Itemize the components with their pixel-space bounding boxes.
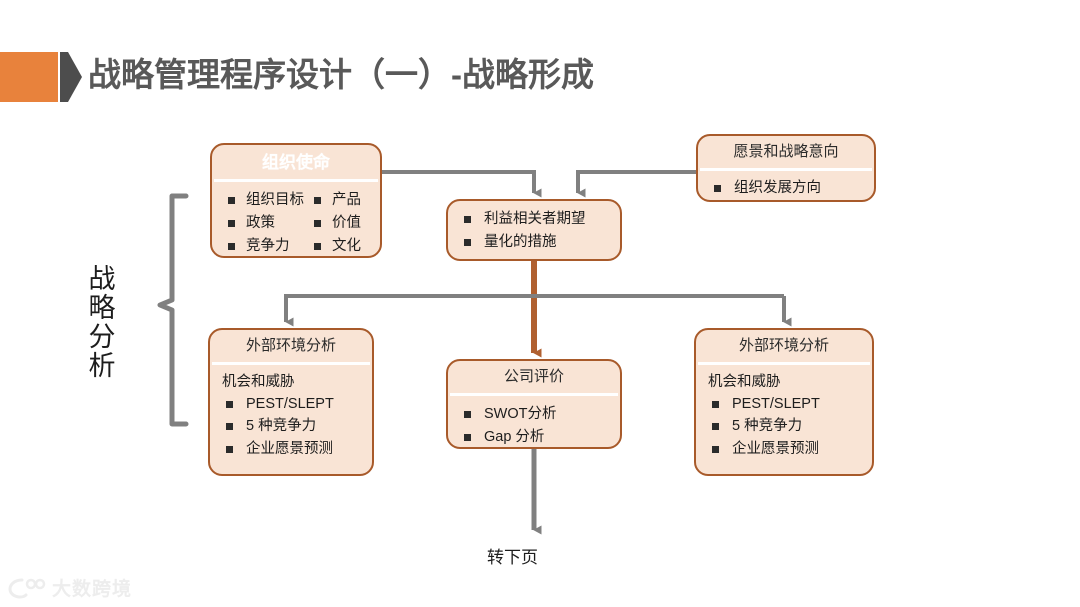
node-external-right-lead: 机会和威胁: [708, 373, 781, 390]
node-external-analysis-right[interactable]: 外部环境分析 机会和威胁 PEST/SLEPT 5 种竞争力 企业愿景预测: [694, 328, 874, 476]
node-mission-col-left: 组织目标 政策 竞争力: [222, 190, 304, 258]
node-mission-body: 组织目标 政策 竞争力 产品 价值 文化: [212, 182, 380, 268]
list-item: 组织发展方向: [708, 178, 864, 200]
list-item: 价值: [308, 213, 361, 235]
page-header: 战略管理程序设计（一）-战略形成: [0, 52, 1080, 102]
watermark-text: 大数跨境: [52, 579, 133, 600]
node-external-left-divider: [212, 361, 370, 365]
node-external-right-divider: [698, 361, 870, 365]
watermark: 大数跨境: [8, 574, 132, 601]
header-accent-block: [0, 52, 58, 102]
list-item: PEST/SLEPT: [220, 394, 362, 416]
list-item: Gap 分析: [458, 427, 610, 449]
list-item: 文化: [308, 236, 361, 258]
node-company-title: 公司评价: [503, 368, 564, 385]
list-item: 5 种竞争力: [706, 416, 862, 438]
node-external-right-list: PEST/SLEPT 5 种竞争力 企业愿景预测: [706, 394, 862, 461]
list-item: SWOT分析: [458, 404, 610, 426]
node-stakeholder-body: 利益相关者期望 量化的措施: [448, 201, 620, 265]
list-item: 量化的措施: [458, 232, 610, 254]
node-vision-title: 愿景和战略意向: [733, 143, 839, 160]
node-company-body: SWOT分析 Gap 分析: [448, 396, 620, 460]
node-company-list: SWOT分析 Gap 分析: [458, 404, 610, 449]
node-mission-divider: [214, 179, 378, 183]
node-mission-title: 组织使命: [262, 153, 330, 172]
page-title: 战略管理程序设计（一）-战略形成: [88, 56, 594, 93]
list-item: 企业愿景预测: [706, 439, 862, 461]
node-external-left-list: PEST/SLEPT 5 种竞争力 企业愿景预测: [220, 394, 362, 461]
brand-logo-icon: [8, 578, 46, 599]
node-external-left-lead: 机会和威胁: [222, 373, 295, 390]
node-stakeholder-expectations[interactable]: 利益相关者期望 量化的措施: [446, 199, 622, 261]
node-vision-list: 组织发展方向: [708, 178, 864, 200]
node-stakeholder-list: 利益相关者期望 量化的措施: [458, 209, 610, 254]
node-organizational-mission[interactable]: 组织使命 组织目标 政策 竞争力 产品 价值 文化: [210, 143, 382, 258]
node-company-divider: [450, 392, 618, 396]
node-external-left-body: 机会和威胁 PEST/SLEPT 5 种竞争力 企业愿景预测: [210, 365, 372, 472]
curly-brace-icon: [157, 193, 189, 427]
list-item: 企业愿景预测: [220, 439, 362, 461]
connector-mission-to-stakeholder: [382, 170, 542, 198]
header-arrow-icon: [60, 52, 82, 102]
list-item: PEST/SLEPT: [706, 394, 862, 416]
section-label-strategy-analysis: 战略分析: [88, 264, 116, 382]
list-item: 利益相关者期望: [458, 209, 610, 231]
list-item: 政策: [222, 213, 304, 235]
list-item: 产品: [308, 190, 361, 212]
node-external-analysis-left[interactable]: 外部环境分析 机会和威胁 PEST/SLEPT 5 种竞争力 企业愿景预测: [208, 328, 374, 476]
node-mission-col-right: 产品 价值 文化: [308, 190, 361, 258]
next-page-label: 转下页: [487, 548, 538, 567]
node-external-left-title: 外部环境分析: [245, 337, 336, 354]
node-vision-body: 组织发展方向: [698, 171, 874, 211]
node-vision-strategic-intent[interactable]: 愿景和战略意向 组织发展方向: [696, 134, 876, 202]
node-external-right-body: 机会和威胁 PEST/SLEPT 5 种竞争力 企业愿景预测: [696, 365, 872, 472]
list-item: 5 种竞争力: [220, 416, 362, 438]
list-item: 组织目标: [222, 190, 304, 212]
node-company-evaluation[interactable]: 公司评价 SWOT分析 Gap 分析: [446, 359, 622, 449]
node-external-right-title: 外部环境分析: [738, 337, 829, 354]
node-vision-divider: [700, 167, 872, 171]
list-item: 竞争力: [222, 236, 304, 258]
